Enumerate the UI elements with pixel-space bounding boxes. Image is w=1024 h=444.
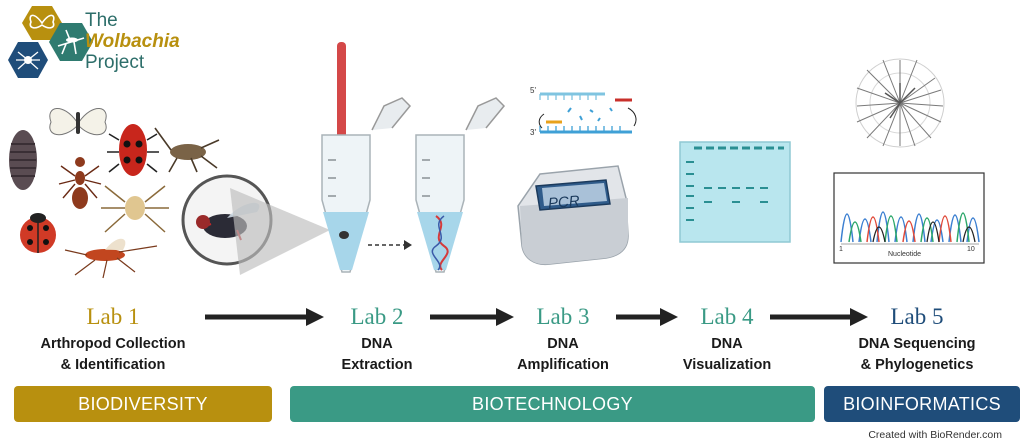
dashed-arrow bbox=[368, 240, 412, 250]
lab-1-desc-line-2: & Identification bbox=[60, 357, 166, 373]
lab-4-desc-line-2: Visualization bbox=[682, 357, 772, 373]
microcentrifuge-tube-2 bbox=[415, 97, 506, 273]
chromatogram-tick-end: 10 bbox=[967, 246, 975, 253]
lab-3-desc-line-1: DNA bbox=[547, 336, 579, 352]
lab-2-desc-line-2: Extraction bbox=[341, 357, 413, 373]
wolbachia-logo bbox=[8, 6, 93, 78]
magnifier-zoom-cone bbox=[230, 188, 330, 275]
arrow-lab4-to-lab5 bbox=[770, 308, 868, 326]
mosquito-icon bbox=[49, 23, 93, 61]
bioinformatics-label: BIOINFORMATICS bbox=[843, 393, 1001, 414]
strand-5-prime-label: 5' bbox=[530, 86, 536, 95]
gel-electrophoresis-icon bbox=[679, 141, 791, 243]
lab-4-desc-line-1: DNA bbox=[711, 336, 743, 352]
biorender-credit: Created with BioRender.com bbox=[868, 429, 1002, 441]
biotechnology-band: BIOTECHNOLOGY bbox=[290, 386, 815, 422]
bioinformatics-band: BIOINFORMATICS bbox=[824, 386, 1020, 422]
ladybug-icon bbox=[20, 213, 56, 253]
logo-line-project: Project bbox=[85, 52, 145, 73]
lab-4-title: Lab 4 bbox=[700, 304, 754, 329]
dna-extraction-illustration bbox=[321, 42, 506, 273]
sequencing-chromatogram bbox=[833, 172, 985, 264]
lab-3-title: Lab 3 bbox=[536, 304, 590, 329]
dna-visualization-illustration bbox=[679, 141, 791, 243]
arrow-lab3-to-lab4 bbox=[616, 308, 678, 326]
firebug-icon bbox=[107, 124, 159, 176]
pcr-screen-label: PCR bbox=[547, 192, 581, 213]
biodiversity-label: BIODIVERSITY bbox=[78, 393, 208, 414]
lab-2-desc-line-1: DNA bbox=[361, 336, 393, 352]
chromatogram-axis-label: Nucleotide bbox=[888, 251, 922, 258]
lab-5-title: Lab 5 bbox=[890, 304, 944, 329]
logo-wordmark: The Wolbachia Project bbox=[85, 10, 180, 73]
cricket-icon bbox=[154, 127, 220, 173]
lab-2-title: Lab 2 bbox=[350, 304, 404, 329]
lab-1-desc-line-1: Arthropod Collection bbox=[40, 336, 186, 352]
lab-5-desc-line-2: & Phylogenetics bbox=[860, 357, 974, 373]
logo-line-the: The bbox=[85, 10, 118, 31]
biotechnology-label: BIOTECHNOLOGY bbox=[472, 393, 633, 414]
lab-3-description: DNA Amplification bbox=[468, 334, 658, 376]
arrow-lab2-to-lab3 bbox=[430, 308, 514, 326]
mosquito-illustration bbox=[64, 238, 158, 279]
biodiversity-band: BIODIVERSITY bbox=[14, 386, 272, 422]
pcr-machine-icon bbox=[517, 165, 629, 266]
lab-1-description: Arthropod Collection & Identification bbox=[18, 334, 208, 376]
phylogenetic-tree-icon bbox=[855, 58, 945, 148]
lab-4-description: DNA Visualization bbox=[632, 334, 822, 376]
strand-3-prime-label: 3' bbox=[530, 128, 536, 137]
lab-2-description: DNA Extraction bbox=[282, 334, 472, 376]
dna-strand-diagram bbox=[538, 92, 637, 134]
arrow-lab1-to-lab2 bbox=[205, 308, 324, 326]
white-butterfly-icon bbox=[49, 108, 107, 136]
lab-3-desc-line-2: Amplification bbox=[517, 357, 609, 373]
lab-5-desc-line-1: DNA Sequencing bbox=[858, 336, 976, 352]
lab-5-description: DNA Sequencing & Phylogenetics bbox=[822, 334, 1012, 376]
microcentrifuge-tube-1 bbox=[321, 97, 412, 273]
ant-icon bbox=[58, 157, 102, 209]
spider-icon bbox=[8, 42, 48, 78]
pillbug-icon bbox=[9, 130, 37, 190]
chromatogram-tick-start: 1 bbox=[839, 246, 843, 253]
lab-1-title: Lab 1 bbox=[86, 304, 140, 329]
logo-line-wolbachia: Wolbachia bbox=[85, 31, 180, 52]
dna-amplification-illustration bbox=[517, 92, 637, 266]
butterfly-icon bbox=[22, 6, 62, 40]
orb-spider-icon bbox=[101, 185, 169, 233]
flow-arrows bbox=[205, 308, 868, 326]
